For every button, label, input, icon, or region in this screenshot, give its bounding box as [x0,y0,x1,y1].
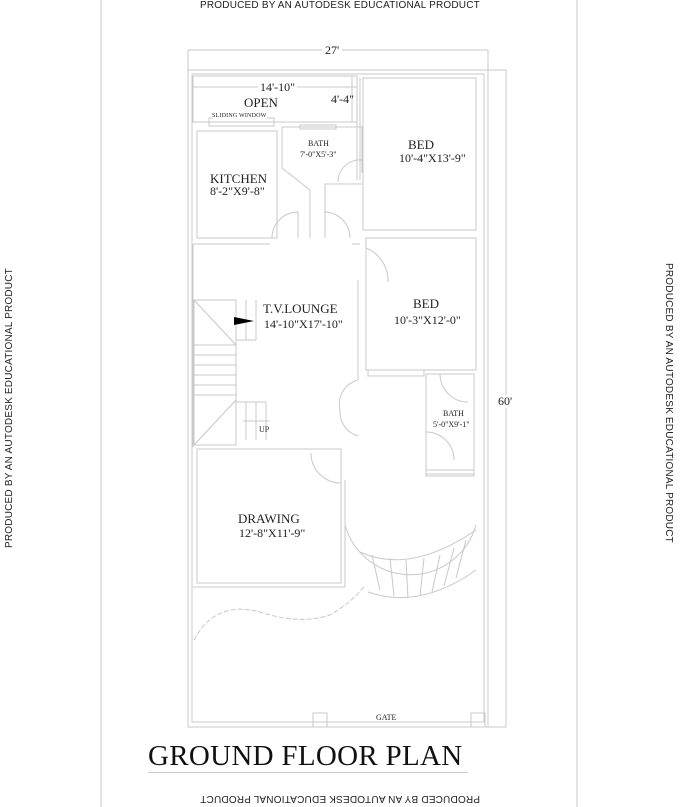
room-size-bed-1: 10'-4"X13'-9" [399,151,466,165]
gate-label: GATE [376,713,397,722]
room-size-bath-2: 5'-0"X9'-1" [433,420,470,429]
title-underline [148,772,468,773]
room-label-open: OPEN [244,95,278,110]
room-size-bed-2: 10'-3"X12'-0" [394,313,461,327]
stair-direction-arrow-icon [234,317,254,325]
room-size-bath-1: 7'-0"X5'-3" [300,150,337,159]
sliding-window-label: SLIDING WINDOW [212,113,267,120]
open-width-dimension: 14'-10" [258,80,298,94]
room-label-drawing: DRAWING [238,511,300,526]
overall-width-dimension: 27' [322,44,343,57]
watermark-top: PRODUCED BY AN AUTODESK EDUCATIONAL PROD… [200,0,480,11]
room-label-bath-2: BATH [443,409,464,418]
room-label-bed-2: BED [413,296,439,311]
room-label-bath-1: BATH [308,139,329,148]
room-label-kitchen: KITCHEN [210,171,268,186]
plan-title: GROUND FLOOR PLAN [148,740,463,772]
stair-up-label: UP [259,425,270,434]
overall-depth-dimension: 60' [498,394,513,408]
open-depth-dimension: 4'-4" [331,92,355,106]
room-size-kitchen: 8'-2"X9'-8" [210,184,265,198]
room-label-bed-1: BED [408,137,434,152]
room-label-tv-lounge: T.V.LOUNGE [263,301,338,316]
room-size-drawing: 12'-8"X11'-9" [239,526,306,540]
room-size-tv-lounge: 14'-10"X17'-10" [264,317,343,331]
